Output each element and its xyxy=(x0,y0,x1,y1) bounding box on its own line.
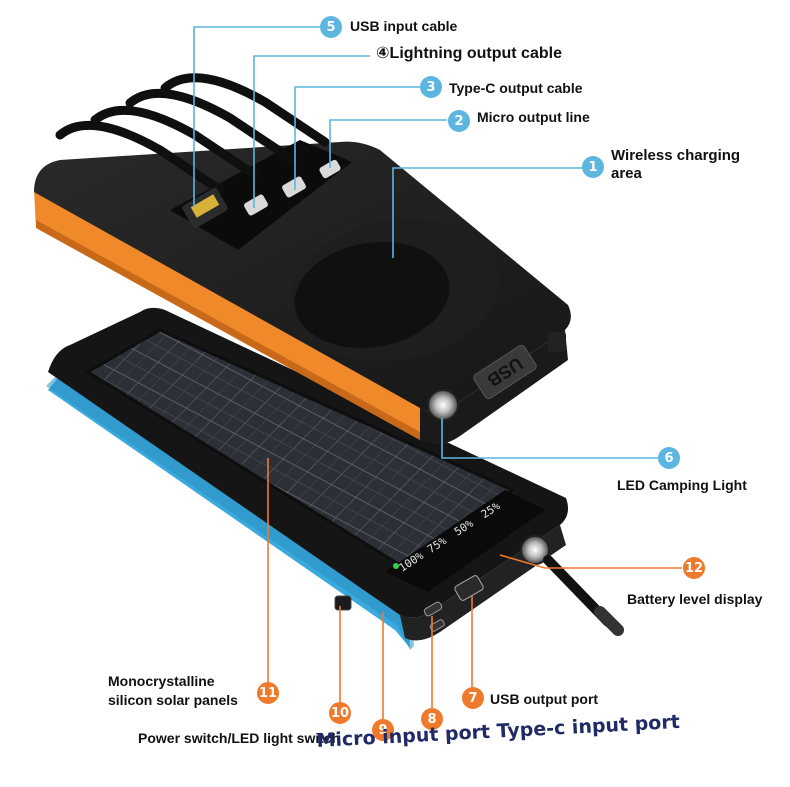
label-type-c-output-cable: Type-C output cable xyxy=(449,80,583,96)
usb-side-label-box xyxy=(473,344,537,400)
callout-badge-10: 10 xyxy=(329,702,351,724)
cable-handles xyxy=(55,73,330,195)
solar-panel xyxy=(88,330,512,565)
lightning-connector xyxy=(244,194,268,216)
status-led xyxy=(393,563,399,569)
wireless-unit: USB xyxy=(34,73,571,445)
callout-badge-8: 8 xyxy=(421,708,443,730)
label-line: area xyxy=(611,165,642,182)
callout-badge-3: 3 xyxy=(420,76,442,98)
label-led-camping-light: LED Camping Light xyxy=(617,477,747,493)
callout-badge-12: 12 xyxy=(683,557,705,579)
label-line: silicon solar panels xyxy=(108,692,238,708)
label-line: Monocrystalline xyxy=(108,673,215,689)
micro-connector xyxy=(319,159,341,179)
label-battery-level-display: Battery level display xyxy=(627,591,763,607)
badge-number: 11 xyxy=(258,685,278,701)
badge-number: 7 xyxy=(468,690,478,706)
badge-number: 9 xyxy=(378,722,388,738)
callout-badge-5: 5 xyxy=(320,16,342,38)
badge-number: 1 xyxy=(588,159,598,175)
power-switch xyxy=(334,595,352,611)
type-c-input-port xyxy=(423,601,443,617)
badge-number: 6 xyxy=(664,450,674,466)
callout-badge-2: 2 xyxy=(448,110,470,132)
orange-side-band xyxy=(34,190,448,442)
type-c-connector xyxy=(282,176,306,198)
label-line: Wireless charging xyxy=(611,147,741,164)
callout-badge-6: 6 xyxy=(658,447,680,469)
upper-led-light xyxy=(427,389,459,421)
micro-input-port xyxy=(429,619,445,632)
label-micro-output-line: Micro output line xyxy=(477,109,590,125)
badge-number: 5 xyxy=(326,19,336,35)
badge-number: 10 xyxy=(330,705,350,721)
label-wireless-charging-area: Wireless charging area xyxy=(611,147,740,183)
lower-led-light xyxy=(520,535,550,565)
callout-badge-7: 7 xyxy=(462,687,484,709)
label-solar-panels: Monocrystalline silicon solar panels xyxy=(108,672,238,710)
label-power-switch: Power switch/LED light switch xyxy=(138,730,341,746)
solar-unit: 100% 75% 50% 25% xyxy=(46,307,624,650)
side-port-upper xyxy=(548,332,566,352)
label-usb-input-cable: USB input cable xyxy=(350,18,458,34)
badge-number: 2 xyxy=(454,113,464,129)
callout-badge-11: 11 xyxy=(257,682,279,704)
label-lightning-output-cable: ④Lightning output cable xyxy=(376,45,562,62)
badge-number: 12 xyxy=(684,560,704,576)
label-usb-output-port: USB output port xyxy=(490,691,599,707)
callout-lines xyxy=(193,26,682,719)
battery-display xyxy=(385,490,545,592)
badge-number: 8 xyxy=(427,711,437,727)
callout-badge-1: 1 xyxy=(582,156,604,178)
usb-output-port xyxy=(454,575,484,601)
badge-number: 3 xyxy=(426,79,436,95)
callout-badge-9: 9 xyxy=(372,719,394,741)
